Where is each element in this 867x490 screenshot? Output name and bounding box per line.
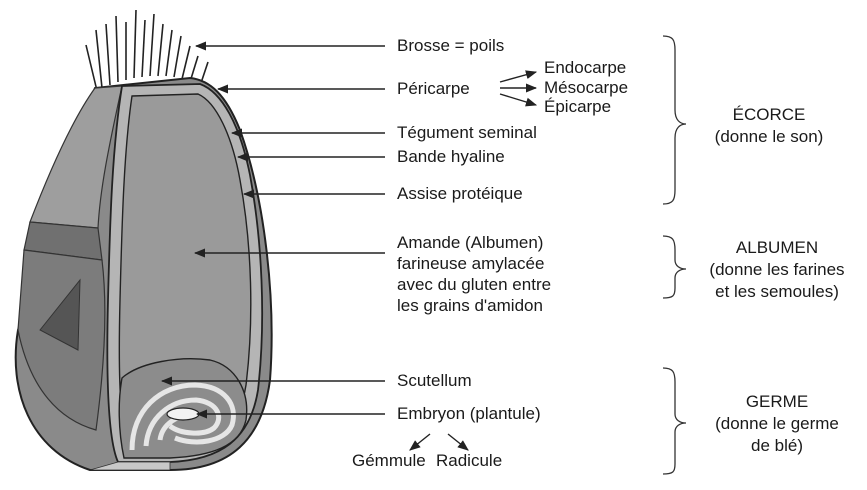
- label-assise: Assise protéique: [397, 184, 523, 204]
- group-braces: [663, 36, 686, 474]
- group-germe-note-2: de blé): [694, 435, 860, 457]
- amande-line-1: Amande (Albumen): [397, 232, 551, 253]
- label-pericarpe: Péricarpe: [397, 79, 470, 99]
- label-brosse: Brosse = poils: [397, 36, 504, 56]
- amande-line-2: farineuse amylacée: [397, 253, 551, 274]
- label-gemmule: Gémmule: [352, 451, 426, 471]
- group-ecorce-note: (donne le son): [694, 126, 844, 148]
- group-germe: GERME (donne le germe de blé): [694, 391, 860, 457]
- group-albumen: ALBUMEN (donne les farines et les semoul…: [694, 237, 860, 303]
- group-germe-note-1: (donne le germe: [694, 413, 860, 435]
- label-epicarpe: Épicarpe: [544, 97, 611, 117]
- label-endocarpe: Endocarpe: [544, 58, 626, 78]
- label-scutellum: Scutellum: [397, 371, 472, 391]
- amande-line-4: les grains d'amidon: [397, 295, 551, 316]
- label-amande: Amande (Albumen) farineuse amylacée avec…: [397, 232, 551, 316]
- amande-line-3: avec du gluten entre: [397, 274, 551, 295]
- group-albumen-note-1: (donne les farines: [694, 259, 860, 281]
- group-albumen-note-2: et les semoules): [694, 281, 860, 303]
- label-bande-hyaline: Bande hyaline: [397, 147, 505, 167]
- label-radicule: Radicule: [436, 451, 502, 471]
- group-germe-title: GERME: [694, 391, 860, 413]
- embryo-mark: [167, 408, 199, 420]
- label-tegument: Tégument seminal: [397, 123, 537, 143]
- group-ecorce-title: ÉCORCE: [694, 104, 844, 126]
- group-albumen-title: ALBUMEN: [694, 237, 860, 259]
- group-ecorce: ÉCORCE (donne le son): [694, 104, 844, 148]
- label-embryon: Embryon (plantule): [397, 404, 541, 424]
- label-mesocarpe: Mésocarpe: [544, 78, 628, 98]
